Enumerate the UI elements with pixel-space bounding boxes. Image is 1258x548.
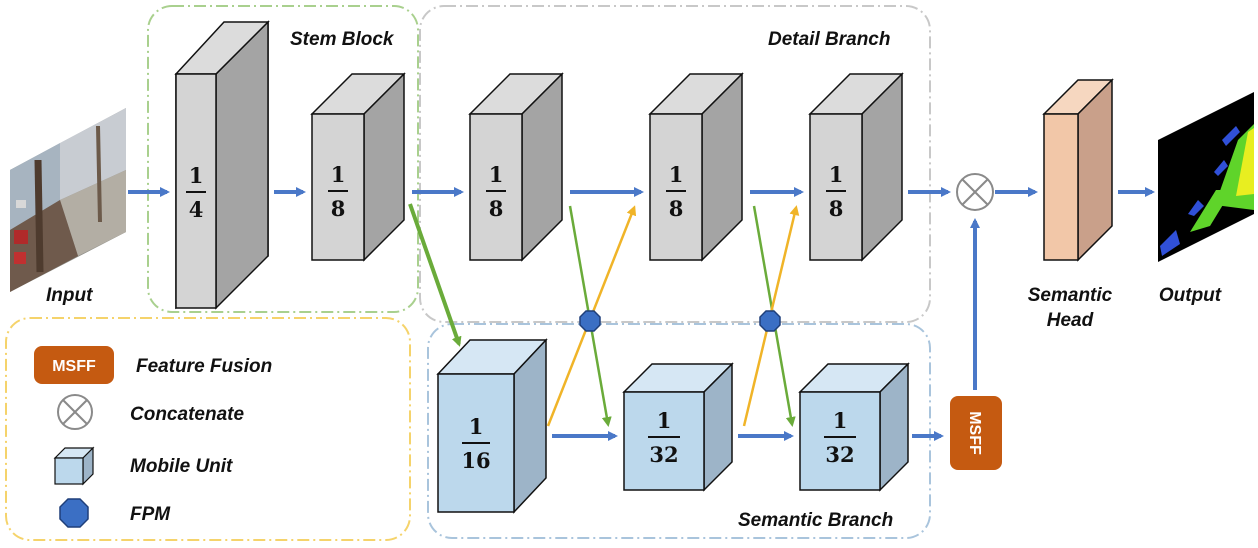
stem-block-1: 1 4 [174, 20, 270, 310]
detail-block-3-num: 1 [829, 162, 844, 187]
detail-block-2-den: 8 [669, 196, 684, 221]
fpm-node-2 [759, 310, 781, 332]
detail-branch-region [419, 5, 931, 323]
stem-block-title: Stem Block [290, 29, 395, 50]
semantic-block-1-den: 16 [461, 448, 490, 473]
blue-arrows [128, 187, 1155, 441]
detail-block-3: 1 8 [808, 72, 904, 262]
legend-feature-fusion: Feature Fusion [136, 356, 272, 377]
arrow-stem2-to-sem1 [408, 203, 462, 347]
legend: MSFF Feature Fusion Concatenate Mobile U… [34, 346, 272, 528]
legend-msff-swatch: MSFF [34, 346, 114, 384]
detail-block-1-num: 1 [489, 162, 504, 187]
legend-region [5, 317, 411, 541]
fpm-icon [59, 498, 89, 528]
semantic-block-1-num: 1 [469, 414, 484, 439]
semantic-block-1: 1 16 [436, 338, 548, 514]
output-image [1158, 92, 1254, 262]
detail-block-2: 1 8 [648, 72, 744, 262]
semantic-branch-region [427, 323, 931, 539]
stem-block-2-num: 1 [331, 162, 346, 187]
legend-mobile-unit: Mobile Unit [130, 456, 233, 477]
semantic-block-3-den: 32 [825, 442, 854, 467]
legend-msff-badge-text: MSFF [52, 358, 96, 375]
stem-block-1-den: 4 [189, 197, 204, 222]
semantic-head-label-line2: Head [1047, 310, 1094, 331]
msff-block: MSFF [950, 396, 1002, 470]
mobile-unit-icon [53, 446, 95, 486]
stem-block-2-den: 8 [331, 196, 346, 221]
concatenate-icon [57, 394, 93, 430]
detail-branch-title: Detail Branch [768, 29, 890, 50]
detail-block-1-den: 8 [489, 196, 504, 221]
semantic-head [1042, 78, 1114, 262]
concatenate-operator [956, 173, 994, 211]
detail-block-3-den: 8 [829, 196, 844, 221]
semantic-branch-title: Semantic Branch [738, 510, 893, 531]
semantic-block-2-den: 32 [649, 442, 678, 467]
input-image [10, 108, 126, 292]
stem-block-1-num: 1 [189, 163, 204, 188]
semantic-block-2-num: 1 [657, 408, 672, 433]
detail-block-2-num: 1 [669, 162, 684, 187]
semantic-block-2: 1 32 [622, 362, 734, 492]
legend-fpm: FPM [130, 504, 171, 525]
semantic-block-3: 1 32 [798, 362, 910, 492]
legend-concatenate: Concatenate [130, 404, 244, 425]
semantic-block-3-num: 1 [833, 408, 848, 433]
stem-block-2: 1 8 [310, 72, 406, 262]
input-label: Input [46, 285, 93, 306]
msff-block-label: MSFF [966, 411, 983, 455]
detail-block-1: 1 8 [468, 72, 564, 262]
output-label: Output [1159, 285, 1222, 306]
semantic-head-label-line1: Semantic [1028, 285, 1113, 306]
stem-block-region [147, 5, 419, 313]
fpm-node-1 [579, 310, 601, 332]
